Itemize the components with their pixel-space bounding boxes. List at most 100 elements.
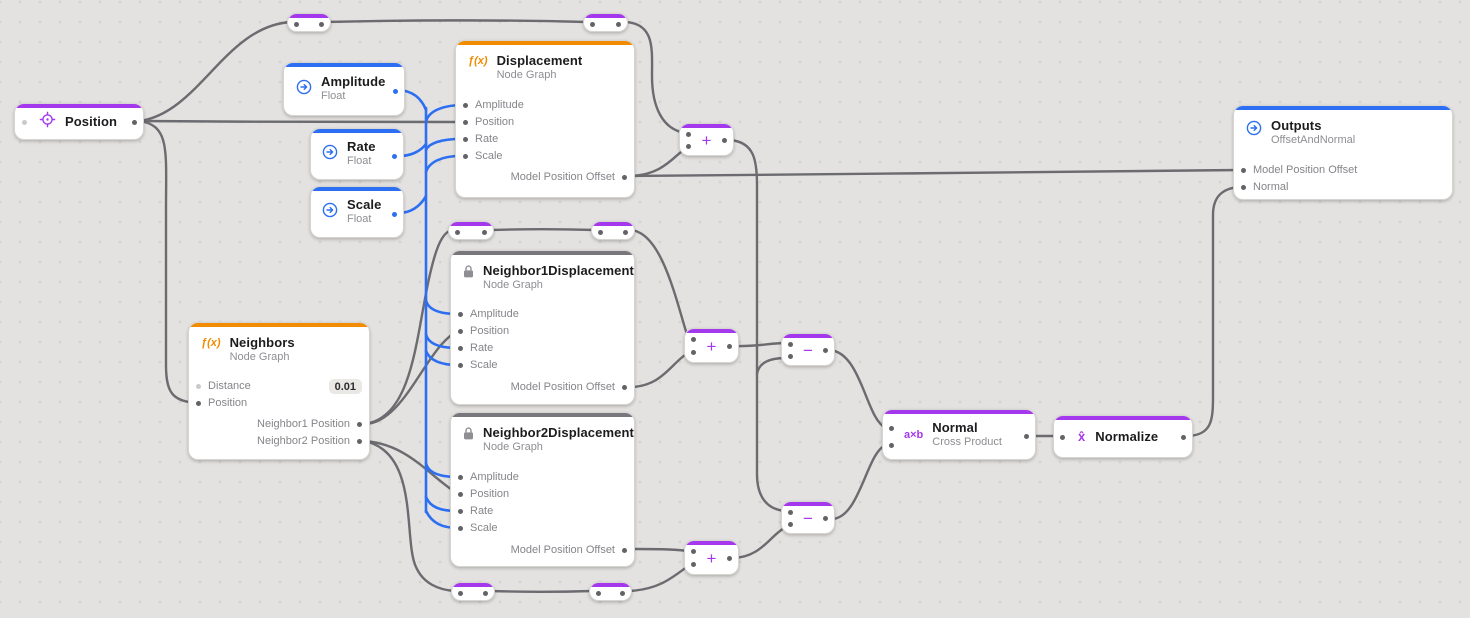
distance-value-field[interactable]: 0.01 [328,379,362,394]
input-port[interactable] [458,475,463,480]
output-row-model-position-offset[interactable]: Model Position Offset [451,379,634,396]
output-port[interactable] [483,591,488,596]
node-neighbor2-displacement[interactable]: Neighbor2Displacement Node Graph Amplitu… [450,412,635,567]
collapsed-node[interactable] [591,221,635,240]
output-port[interactable] [623,230,628,235]
wire-position-to-neighbors-position[interactable] [138,119,198,405]
input-port[interactable] [458,509,463,514]
input-row-scale[interactable]: Scale [451,357,634,374]
output-port[interactable] [482,230,487,235]
output-port[interactable] [620,591,625,596]
input-row-rate[interactable]: Rate [451,340,634,357]
output-row-model-position-offset[interactable]: Model Position Offset [456,169,634,186]
wire-displacement-to-outputs-offset[interactable] [628,168,1242,178]
wire-position-to-displacement-position[interactable] [138,119,462,124]
node-outputs[interactable]: Outputs OffsetAndNormal Model Position O… [1233,105,1453,200]
output-port[interactable] [1181,435,1186,440]
input-port[interactable] [463,137,468,142]
wire-bot-pill1-to-bot-pill2[interactable] [488,589,594,593]
input-port[interactable] [458,312,463,317]
node-add-3[interactable]: + [684,540,739,575]
input-row-amplitude[interactable]: Amplitude [451,469,634,486]
wire-neighbors1-to-n1d-position[interactable] [362,329,460,426]
wire-neighbors1-to-mid-pill1[interactable] [362,228,454,426]
input-port[interactable] [458,591,463,596]
wire-add2-to-sub1[interactable] [731,341,788,348]
output-port[interactable] [616,22,621,27]
output-row-neighbor1[interactable]: Neighbor1 Position [189,416,369,433]
input-port[interactable] [686,144,691,149]
wire-n2d-to-add3[interactable] [628,547,690,553]
output-port[interactable] [392,154,397,159]
wire-mid-pill1-to-mid-pill2[interactable] [488,228,597,232]
output-port[interactable] [622,175,627,180]
input-port[interactable] [691,549,696,554]
wire-top-pill1-to-top-pill2[interactable] [323,19,589,24]
input-row-scale[interactable]: Scale [456,148,634,165]
input-row-rate[interactable]: Rate [451,503,634,520]
node-normalize[interactable]: x̂ Normalize [1053,415,1193,458]
input-port[interactable] [294,22,299,27]
input-port[interactable] [691,350,696,355]
node-rate[interactable]: Rate Float [310,128,404,180]
input-port[interactable] [1060,435,1065,440]
output-port[interactable] [622,548,627,553]
input-row-amplitude[interactable]: Amplitude [451,306,634,323]
node-displacement[interactable]: ƒ(x) Displacement Node Graph Amplitude P… [455,40,635,198]
input-port[interactable] [455,230,460,235]
input-row-position[interactable]: Position [451,323,634,340]
input-port[interactable] [889,443,894,448]
input-port[interactable] [196,384,201,389]
wire-sub1-to-normal[interactable] [828,348,888,430]
wire-top-pill2-to-add1[interactable] [624,20,688,135]
wire-mid-pill2-to-add2[interactable] [629,228,690,340]
node-neighbors[interactable]: ƒ(x) Neighbors Node Graph Distance 0.01 … [188,322,370,460]
input-port[interactable] [196,401,201,406]
wire-displacement-to-add1[interactable] [628,146,688,178]
input-port[interactable] [463,120,468,125]
wire-sub2-to-normal[interactable] [828,443,888,521]
input-port[interactable] [596,591,601,596]
input-port[interactable] [889,426,894,431]
wire-add1-trunk-to-sub2[interactable] [728,138,788,513]
output-port[interactable] [727,344,732,349]
wire-position-to-top-pill1[interactable] [138,20,293,123]
input-port[interactable] [691,562,696,567]
output-port[interactable] [357,439,362,444]
output-port[interactable] [392,212,397,217]
input-port[interactable] [1241,168,1246,173]
wire-normalize-to-outputs-normal[interactable] [1184,185,1242,438]
input-port[interactable] [458,526,463,531]
output-port[interactable] [622,385,627,390]
output-port[interactable] [357,422,362,427]
input-row-distance[interactable]: Distance 0.01 [189,378,369,395]
node-subtract-1[interactable]: − [781,333,835,366]
wire-neighbors2-to-n2d-position[interactable] [362,439,460,496]
wire-bot-pill2-to-add3[interactable] [626,564,690,593]
input-port[interactable] [463,154,468,159]
input-row-scale[interactable]: Scale [451,520,634,537]
output-port[interactable] [722,138,727,143]
collapsed-node[interactable] [448,221,494,240]
output-port[interactable] [1024,434,1029,439]
input-port[interactable] [458,346,463,351]
input-port[interactable] [22,120,27,125]
input-port[interactable] [788,342,793,347]
input-port[interactable] [788,522,793,527]
input-port[interactable] [463,103,468,108]
node-amplitude[interactable]: Amplitude Float [283,62,405,116]
wire-add3-to-sub2[interactable] [731,525,788,560]
input-port[interactable] [458,492,463,497]
input-port[interactable] [598,230,603,235]
output-row-neighbor2[interactable]: Neighbor2 Position [189,433,369,450]
output-port[interactable] [319,22,324,27]
collapsed-node[interactable] [589,582,632,601]
input-port[interactable] [686,132,691,137]
node-subtract-2[interactable]: − [781,501,835,534]
collapsed-node[interactable] [583,13,628,32]
collapsed-node[interactable] [287,13,331,32]
output-row-model-position-offset[interactable]: Model Position Offset [451,542,634,559]
output-port[interactable] [393,89,398,94]
input-row-position[interactable]: Position [451,486,634,503]
